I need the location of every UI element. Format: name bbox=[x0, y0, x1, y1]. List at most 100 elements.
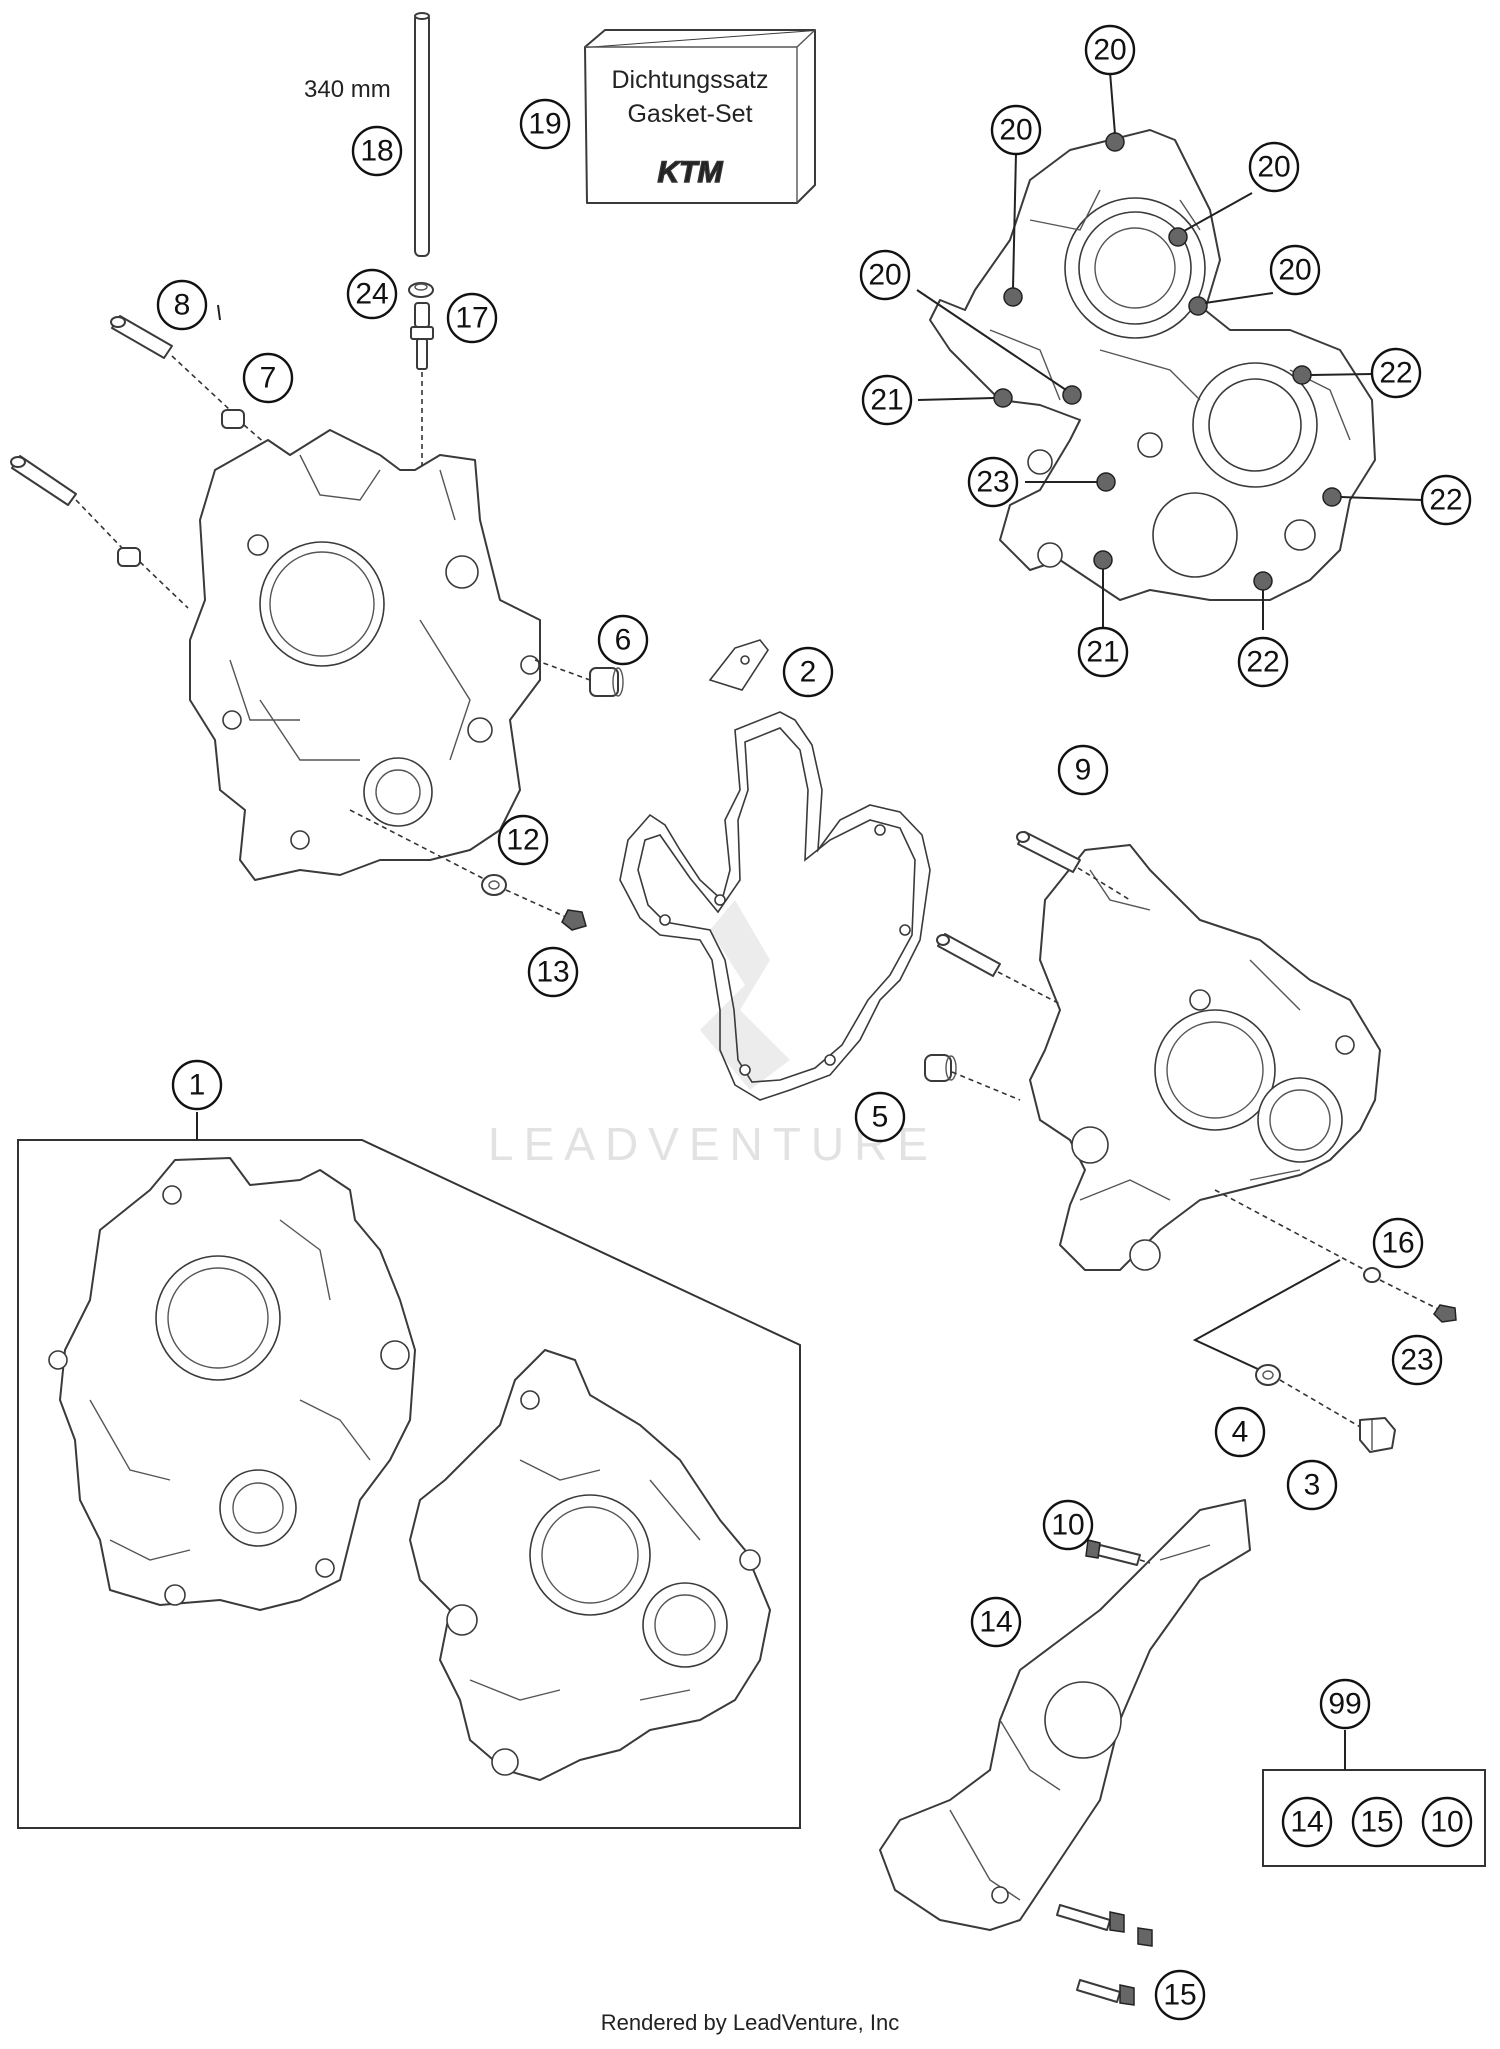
nut-22-right bbox=[1322, 487, 1342, 507]
svg-text:15: 15 bbox=[1163, 1979, 1196, 2012]
callout-4[interactable]: 4 bbox=[1214, 1406, 1266, 1458]
svg-text:20: 20 bbox=[1278, 254, 1311, 287]
callout-5[interactable]: 5 bbox=[854, 1091, 906, 1143]
svg-text:24: 24 bbox=[355, 278, 388, 311]
nut-22-bottom bbox=[1253, 571, 1273, 591]
callout-20-top[interactable]: 20 bbox=[1084, 24, 1136, 76]
screw-13 bbox=[561, 909, 587, 931]
callout-24[interactable]: 24 bbox=[346, 268, 398, 320]
svg-text:20: 20 bbox=[999, 114, 1032, 147]
callout-8[interactable]: 8 bbox=[156, 279, 208, 331]
callout-21-left[interactable]: 21 bbox=[861, 374, 913, 426]
callout-16[interactable]: 16 bbox=[1372, 1217, 1424, 1269]
sleeve-5 bbox=[924, 1054, 1021, 1101]
dowel-pin-left bbox=[10, 455, 189, 609]
callout-20-right[interactable]: 20 bbox=[1248, 141, 1300, 193]
callout-17[interactable]: 17 bbox=[446, 292, 498, 344]
footer-credit: Rendered by LeadVenture, Inc bbox=[601, 2010, 899, 2035]
callout-10[interactable]: 10 bbox=[1042, 1499, 1094, 1551]
svg-text:20: 20 bbox=[1257, 151, 1290, 184]
bushing-6 bbox=[589, 667, 624, 697]
dimension-label: 340 mm bbox=[304, 76, 391, 103]
svg-text:22: 22 bbox=[1429, 484, 1462, 517]
callout-22-bottom[interactable]: 22 bbox=[1237, 636, 1289, 688]
callout-20-mid-right[interactable]: 20 bbox=[1269, 244, 1321, 296]
callout-23-right[interactable]: 23 bbox=[1391, 1334, 1443, 1386]
nut-23-center bbox=[1096, 472, 1116, 492]
callout-22-top[interactable]: 22 bbox=[1370, 347, 1422, 399]
nut-22-top bbox=[1292, 365, 1312, 385]
callout-12[interactable]: 12 bbox=[497, 814, 549, 866]
kit-99-box bbox=[1262, 1730, 1486, 1867]
kit-item-15[interactable]: 15 bbox=[1351, 1796, 1403, 1848]
nut-20-top bbox=[1105, 132, 1125, 152]
svg-text:20: 20 bbox=[868, 259, 901, 292]
callout-22-right[interactable]: 22 bbox=[1420, 474, 1472, 526]
callout-1[interactable]: 1 bbox=[171, 1059, 223, 1111]
plug-screw-3 bbox=[1359, 1417, 1396, 1453]
callout-15[interactable]: 15 bbox=[1154, 1969, 1206, 2021]
svg-text:7: 7 bbox=[260, 362, 277, 395]
svg-text:1: 1 bbox=[189, 1069, 206, 1102]
svg-text:22: 22 bbox=[1246, 646, 1279, 679]
left-crankcase-half bbox=[189, 429, 541, 881]
svg-text:14: 14 bbox=[1290, 1806, 1323, 1839]
svg-text:6: 6 bbox=[615, 624, 632, 657]
nut-20-lower-right bbox=[1188, 296, 1208, 316]
callout-9[interactable]: 9 bbox=[1057, 744, 1109, 796]
svg-text:20: 20 bbox=[1093, 34, 1126, 67]
callout-13[interactable]: 13 bbox=[527, 946, 579, 998]
dowel-pin-9 bbox=[1016, 831, 1131, 901]
svg-text:12: 12 bbox=[506, 824, 539, 857]
svg-text:19: 19 bbox=[528, 108, 561, 141]
svg-text:22: 22 bbox=[1379, 357, 1412, 390]
svg-text:10: 10 bbox=[1051, 1509, 1084, 1542]
callout-14[interactable]: 14 bbox=[970, 1596, 1022, 1648]
washer-16 bbox=[1363, 1267, 1381, 1283]
bolt-10 bbox=[1085, 1539, 1151, 1566]
bolt-15-upper bbox=[1056, 1904, 1153, 1947]
callout-20-mid-left[interactable]: 20 bbox=[859, 249, 911, 301]
ktm-logo: KTM bbox=[658, 156, 724, 189]
svg-text:21: 21 bbox=[870, 384, 903, 417]
nut-21-left bbox=[993, 388, 1013, 408]
kit-item-10[interactable]: 10 bbox=[1421, 1796, 1473, 1848]
svg-text:15: 15 bbox=[1360, 1806, 1393, 1839]
callout-2[interactable]: 2 bbox=[782, 646, 834, 698]
tube-part bbox=[414, 12, 430, 257]
nut-20-center bbox=[1062, 385, 1082, 405]
callout-7[interactable]: 7 bbox=[242, 352, 294, 404]
svg-text:3: 3 bbox=[1304, 1469, 1321, 1502]
callout-6[interactable]: 6 bbox=[597, 614, 649, 666]
nut-20-right bbox=[1168, 227, 1188, 247]
crankcase-set-right-half bbox=[409, 1349, 771, 1781]
svg-text:99: 99 bbox=[1328, 1688, 1361, 1721]
callout-20-left[interactable]: 20 bbox=[990, 104, 1042, 156]
nut-20-left bbox=[1003, 287, 1023, 307]
washer-12 bbox=[481, 874, 507, 896]
screw-23 bbox=[1433, 1304, 1457, 1323]
nut-21-bottom bbox=[1093, 550, 1113, 570]
crankcase-set-frame bbox=[17, 1112, 801, 1829]
seal-ring-4 bbox=[1255, 1364, 1281, 1386]
callout-21-bottom[interactable]: 21 bbox=[1077, 626, 1129, 678]
kit-item-14[interactable]: 14 bbox=[1281, 1796, 1333, 1848]
callout-3[interactable]: 3 bbox=[1286, 1459, 1338, 1511]
box-label-line2: Gasket-Set bbox=[627, 100, 752, 128]
callout-19[interactable]: 19 bbox=[519, 98, 571, 150]
box-label-line1: Dichtungssatz bbox=[611, 66, 768, 94]
dowel-pin-8 bbox=[110, 315, 231, 411]
callout-23-center[interactable]: 23 bbox=[967, 456, 1019, 508]
svg-text:10: 10 bbox=[1430, 1806, 1463, 1839]
crankcase-gasket bbox=[619, 711, 931, 1101]
svg-text:2: 2 bbox=[800, 656, 817, 689]
gasket-set-box: Dichtungssatz Gasket-Set KTM bbox=[584, 29, 816, 204]
bolt-15-lower bbox=[1076, 1979, 1135, 2006]
svg-text:9: 9 bbox=[1075, 754, 1092, 787]
callout-18[interactable]: 18 bbox=[351, 125, 403, 177]
svg-text:8: 8 bbox=[174, 289, 191, 322]
svg-text:14: 14 bbox=[979, 1606, 1012, 1639]
callout-99[interactable]: 99 bbox=[1319, 1678, 1371, 1730]
dowel-pin-right bbox=[936, 933, 1063, 1006]
